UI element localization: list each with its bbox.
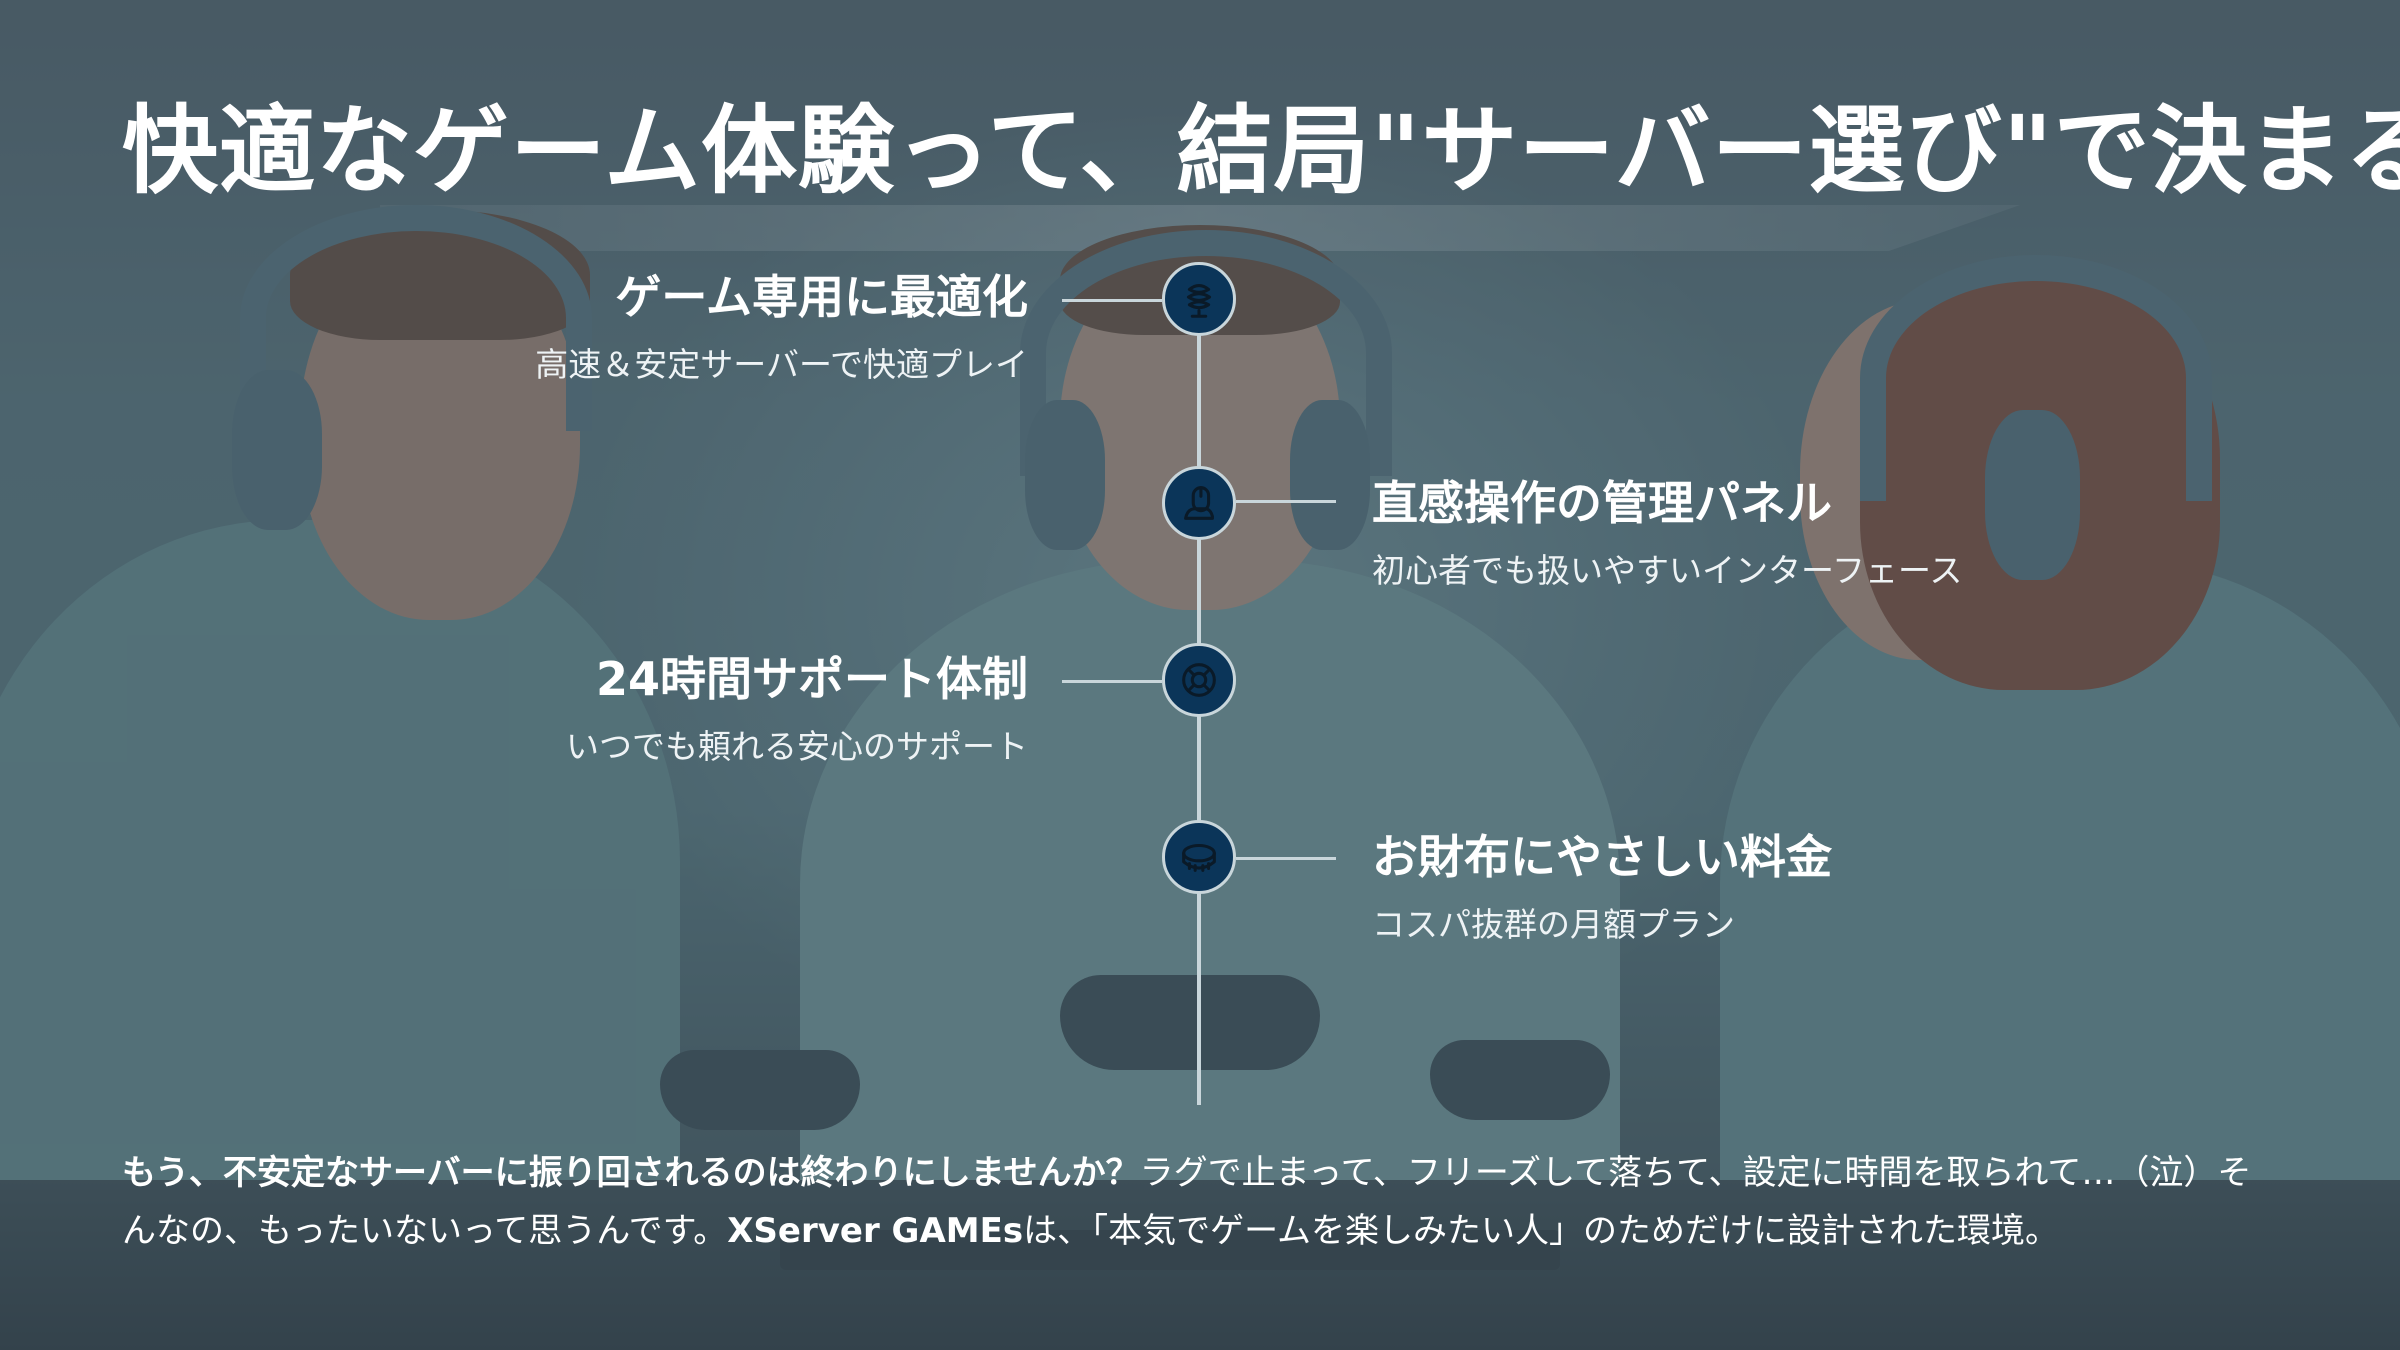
connector-line-1 — [1062, 299, 1162, 302]
feature-title: 直感操作の管理パネル — [1372, 476, 1832, 530]
connector-line-4 — [1236, 857, 1336, 860]
connector-line-3 — [1062, 680, 1162, 683]
feature-card-2: 直感操作の管理パネル 初心者でも扱いやすいインターフェース — [1372, 476, 2132, 591]
feature-title: お財布にやさしい料金 — [1372, 830, 1832, 884]
feature-desc: コスパ抜群の月額プラン — [1372, 905, 1735, 945]
feature-card-3: 24時間サポート体制 いつでも頼れる安心のサポート — [268, 652, 1028, 767]
feature-desc: 初心者でも扱いやすいインターフェース — [1372, 551, 1963, 591]
bottom-text-2: は、「本気でゲームを楽しみたい人」のためだけに設計された環境。 — [1023, 1211, 2060, 1251]
mouse-hand-icon — [1162, 466, 1236, 540]
bottom-bold-lead: もう、不安定なサーバーに振り回されるのは終わりにしませんか？ — [122, 1153, 1140, 1193]
bottom-text-1: ラグで止まって、フリーズして落ちて、設定に時間を取られて…（泣）そんなの、もった… — [122, 1153, 2252, 1251]
lifebuoy-icon — [1162, 643, 1236, 717]
page-title: 快適なゲーム体験って、結局"サーバー選び"で決まる — [122, 95, 2400, 207]
feature-title: 24時間サポート体制 — [595, 652, 1028, 706]
feature-desc: いつでも頼れる安心のサポート — [566, 727, 1028, 767]
feature-card-4: お財布にやさしい料金 コスパ抜群の月額プラン — [1372, 830, 2132, 945]
brand-name: XServer GAMEs — [727, 1211, 1024, 1251]
feature-title: ゲーム専用に最適化 — [615, 270, 1028, 324]
bottom-description: もう、不安定なサーバーに振り回されるのは終わりにしませんか？ラグで止まって、フリ… — [122, 1144, 2262, 1260]
server-optimize-icon — [1162, 262, 1236, 336]
connector-line-2 — [1236, 500, 1336, 503]
feature-desc: 高速＆安定サーバーで快適プレイ — [535, 345, 1028, 385]
coin-icon — [1162, 820, 1236, 894]
feature-card-1: ゲーム専用に最適化 高速＆安定サーバーで快適プレイ — [268, 270, 1028, 385]
